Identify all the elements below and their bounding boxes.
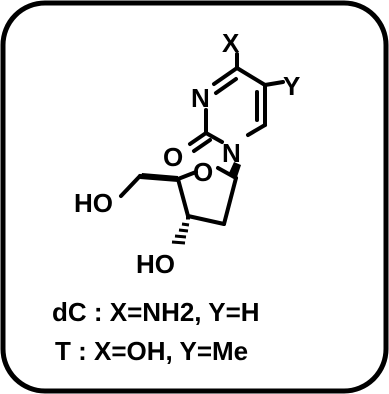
bond-c4-c5 xyxy=(235,66,267,87)
bond-c2-c1 xyxy=(222,176,238,226)
bond-c2-o xyxy=(188,131,208,146)
wedge-bond-c4-c5prime xyxy=(140,173,178,182)
sugar-ring xyxy=(119,166,238,226)
atom-carbonyl-o-label: O xyxy=(163,142,183,172)
bond-n3-c4 xyxy=(212,66,239,86)
caption-line-2: T : X=OH, Y=Me xyxy=(55,336,248,366)
atom-ho-bottom-label: HO xyxy=(136,249,175,279)
wedge-bond-c1-n1 xyxy=(229,162,241,180)
bond-o4-c4 xyxy=(176,170,198,181)
bond-c5-y xyxy=(263,80,285,87)
hashed-bond-c3-oh xyxy=(171,216,190,245)
bond-c3-c2 xyxy=(186,214,226,226)
atom-ho-top-label: HO xyxy=(74,188,113,218)
bond-c2-o-double xyxy=(192,138,212,153)
bond-c6-n1 xyxy=(246,123,267,137)
atom-n3-label: N xyxy=(191,83,210,113)
pyrimidine-ring xyxy=(188,52,285,153)
bond-n3-c4-double xyxy=(214,77,238,95)
bond-c5prime-o5 xyxy=(119,174,142,198)
bond-n1-c2 xyxy=(204,131,224,144)
atom-n1-label: N xyxy=(222,138,241,168)
bond-c4-c3 xyxy=(176,177,190,218)
atom-ring-o-label: O xyxy=(193,157,213,187)
caption-line-1: dC : X=NH2, Y=H xyxy=(52,297,260,327)
atom-x-label: X xyxy=(222,28,240,58)
atom-y-label: Y xyxy=(283,71,300,101)
